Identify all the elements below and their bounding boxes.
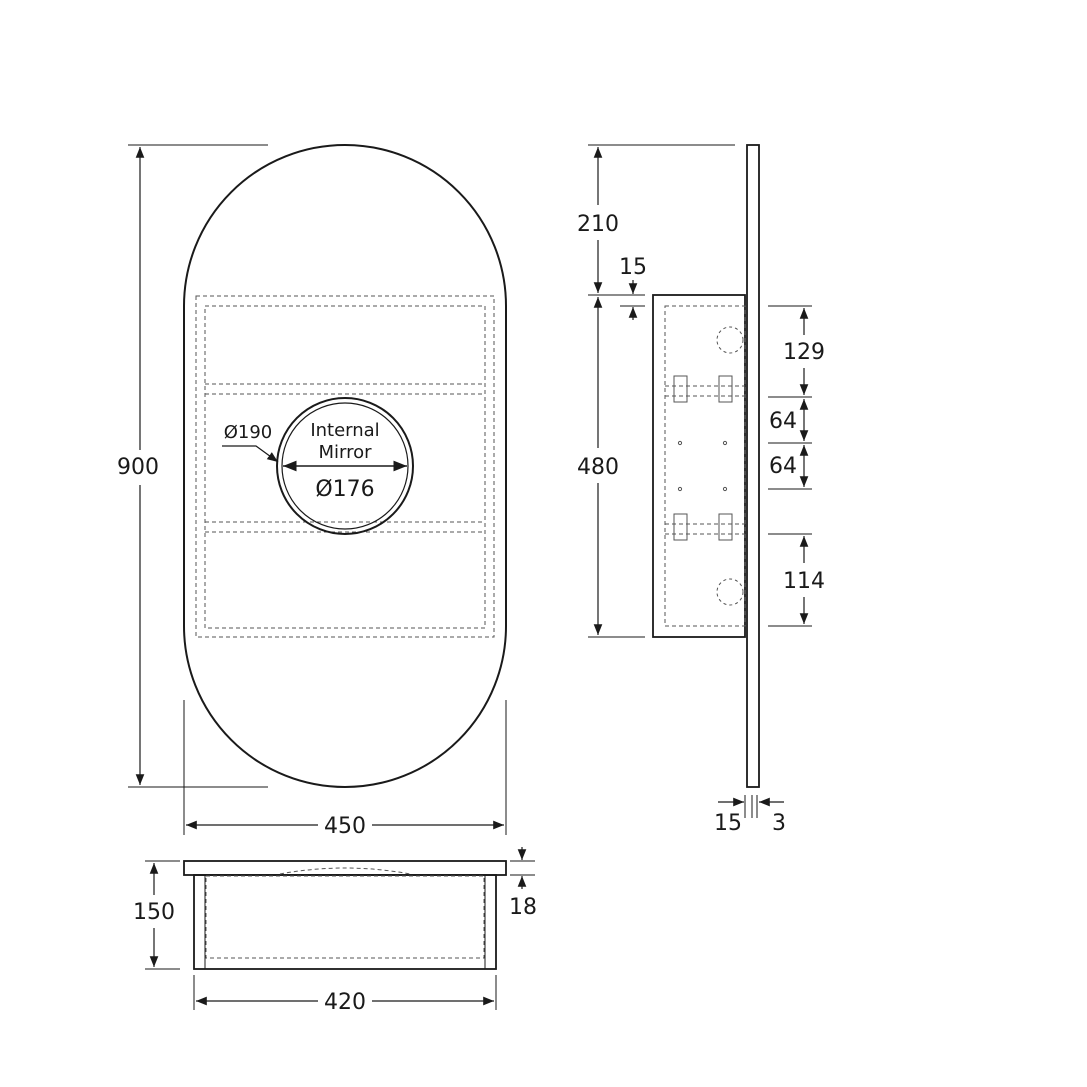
mirror-ring — [276, 397, 414, 535]
front-view — [128, 144, 507, 835]
cabinet-top — [193, 874, 497, 970]
spacing-129: 129 — [783, 340, 825, 365]
thickness-3: 3 — [772, 811, 786, 836]
offset-15: 15 — [619, 255, 647, 280]
width-420: 420 — [324, 990, 366, 1015]
mirror-panel — [746, 144, 760, 788]
mirror-diameter: Ø176 — [315, 477, 374, 502]
spacing-114: 114 — [783, 569, 825, 594]
cabinet-hidden-outline — [195, 295, 495, 638]
internal-mirror — [281, 402, 409, 530]
thickness-15: 15 — [714, 811, 742, 836]
mirror-label-1: Internal — [310, 420, 379, 441]
pill-mirror-outline — [183, 144, 507, 788]
spacing-64-a: 64 — [769, 409, 797, 434]
mirror-label-2: Mirror — [318, 442, 372, 463]
depth-150: 150 — [133, 900, 175, 925]
top-view — [145, 847, 535, 1010]
width-450: 450 — [324, 814, 366, 839]
height-480: 480 — [577, 455, 619, 480]
side-view — [588, 144, 812, 818]
cabinet-body — [652, 294, 746, 638]
ring-diameter: Ø190 — [224, 422, 273, 443]
top-offset-210: 210 — [577, 212, 619, 237]
spacing-64-b: 64 — [769, 454, 797, 479]
depth-18: 18 — [509, 895, 537, 920]
height-900: 900 — [117, 455, 159, 480]
